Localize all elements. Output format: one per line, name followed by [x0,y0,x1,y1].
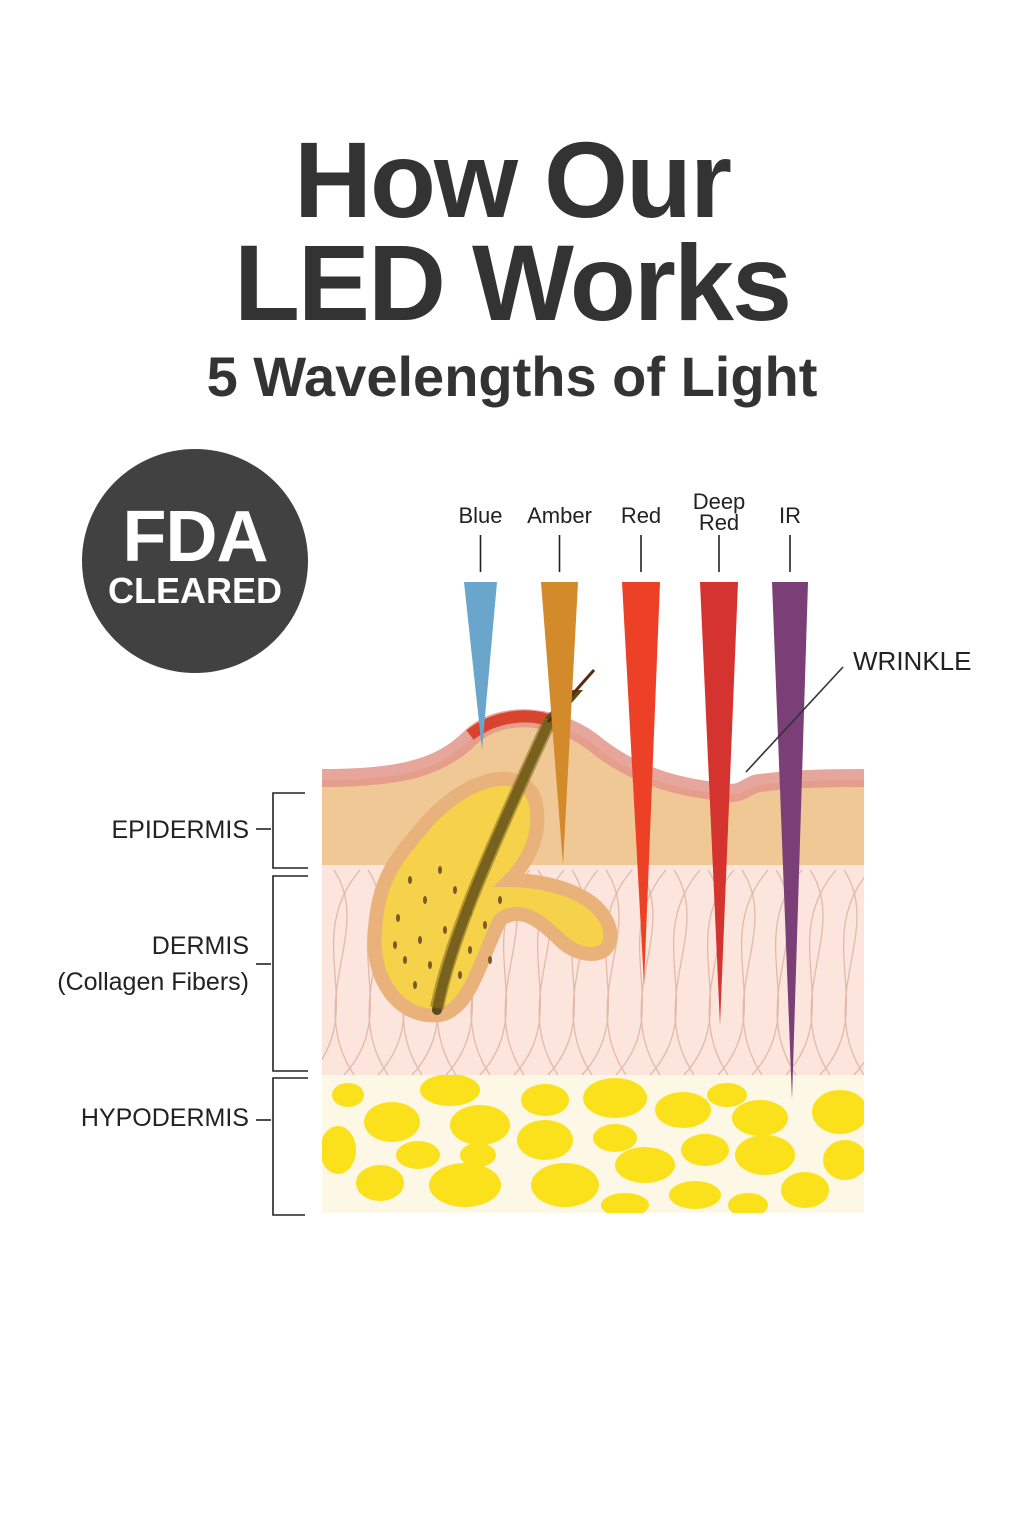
fat-cell [356,1165,404,1201]
pore [418,936,422,944]
beam-amber: Amber [527,503,592,865]
dermis-label: DERMIS [152,932,249,960]
pore [443,926,447,934]
fat-cell [450,1105,510,1145]
light-beam [541,582,578,865]
badge-cleared: CLEARED [107,570,282,611]
wavelength-label: Amber [527,503,592,528]
layer-brackets [256,792,308,1216]
beam-red: Red [621,503,661,985]
pore [483,921,487,929]
fat-cell [615,1147,675,1183]
pore [438,866,442,874]
beam-blue: Blue [458,503,503,750]
fat-cell [396,1141,440,1169]
sebaceous-gland [367,771,618,1023]
pore [408,876,412,884]
pore [423,896,427,904]
fat-cell [593,1124,637,1152]
fat-cell [735,1135,795,1175]
fda-cleared-badge: FDA CLEARED [82,449,308,673]
hypodermis-label: HYPODERMIS [81,1104,249,1132]
fat-cell [521,1084,569,1116]
epidermis-label: EPIDERMIS [111,816,249,844]
light-beam [700,582,738,1025]
fat-cell [429,1163,501,1207]
beam-ir: IR [772,503,808,1100]
wrinkle-pointer [745,666,844,773]
pore [468,946,472,954]
pore [488,956,492,964]
wavelength-label: Red [621,503,661,528]
pore [453,886,457,894]
pore [396,914,400,922]
badge-fda: FDA [122,497,269,577]
fat-cell [669,1181,721,1209]
wavelength-label: Deep [693,489,746,514]
fat-cell [583,1078,647,1118]
pore [428,961,432,969]
pore [393,941,397,949]
wrinkle-label: WRINKLE [853,646,971,676]
fat-cell [812,1090,864,1134]
fat-cell [732,1100,788,1136]
fat-cell [322,1126,356,1174]
pore [413,981,417,989]
wavelength-label: Blue [458,503,502,528]
light-beam [772,582,808,1100]
gland-pores [393,866,502,989]
fat-cell [332,1083,364,1107]
subtitle: 5 Wavelengths of Light [206,345,818,408]
pore [498,896,502,904]
title-line-1: How Our [294,119,732,240]
fat-cell [823,1140,864,1180]
fat-cell [531,1163,599,1207]
fat-cells [322,1074,864,1213]
light-beam [622,582,660,985]
fat-cell [655,1092,711,1128]
fat-cell [707,1083,747,1107]
wavelength-label: Red [699,510,739,535]
fat-cell [781,1172,829,1208]
fat-cell [681,1134,729,1166]
fat-cell [601,1193,649,1213]
pore [458,971,462,979]
fat-cell [420,1074,480,1106]
skin-surface [322,709,864,803]
light-beam [464,582,497,750]
fat-cell [517,1120,573,1160]
fat-cell [364,1102,420,1142]
title-line-2: LED Works [233,222,792,343]
fat-cell [460,1143,496,1167]
fat-cell [728,1193,768,1213]
dermis-note: (Collagen Fibers) [57,968,249,996]
pore [403,956,407,964]
wavelength-label: IR [779,503,801,528]
